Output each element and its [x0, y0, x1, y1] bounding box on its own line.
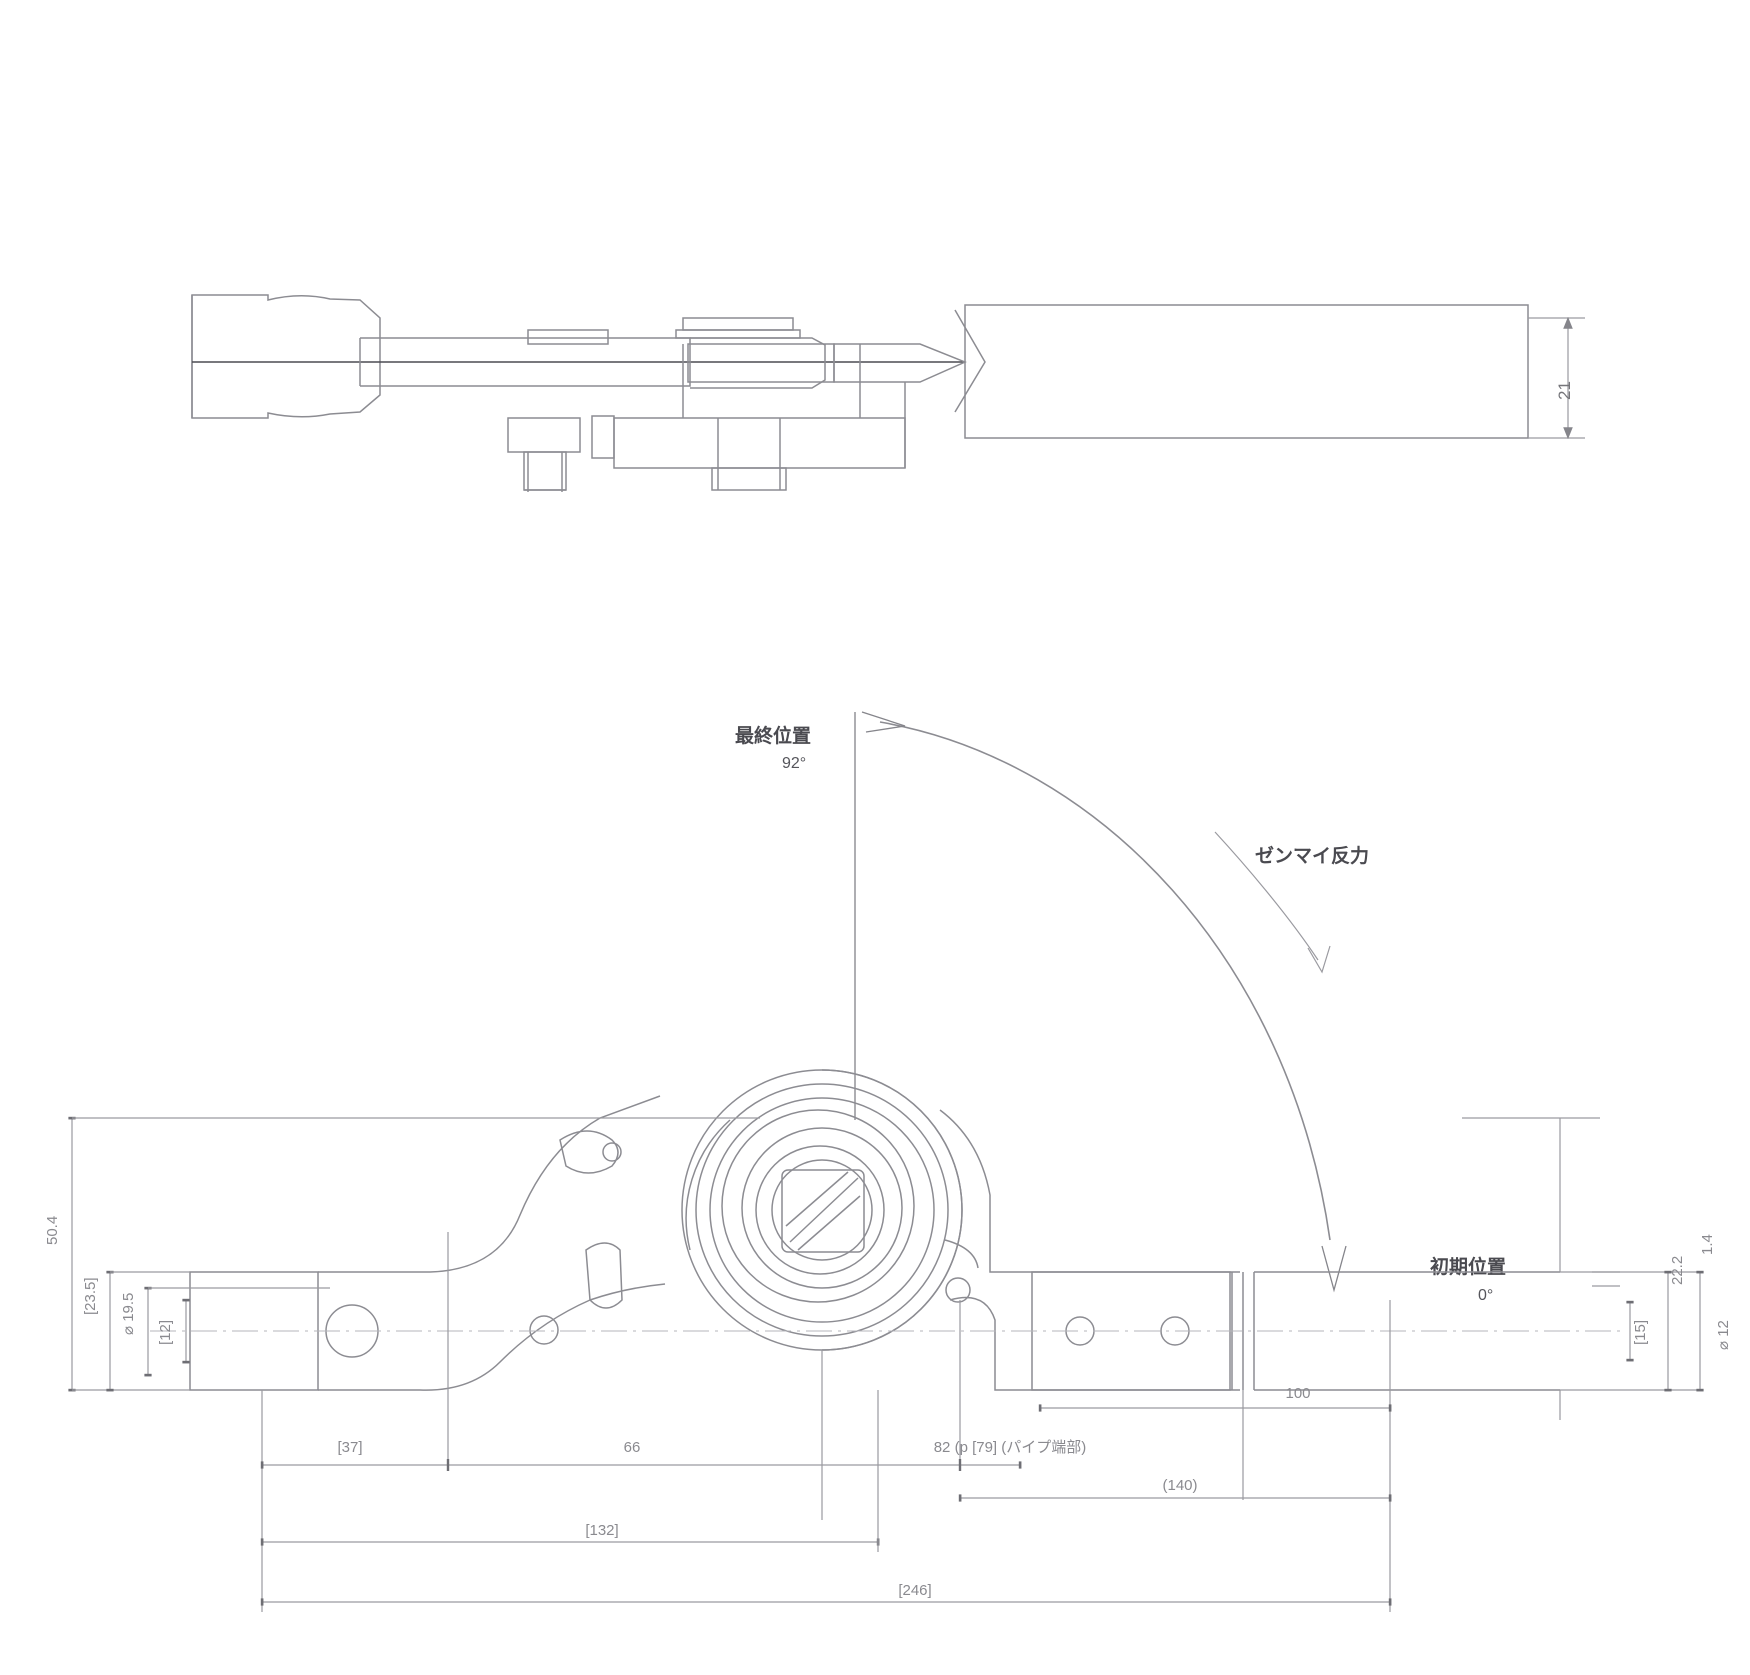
hub-ring-4: [721, 1109, 915, 1303]
left-dimension-group: [68, 1116, 760, 1392]
dim-label-19-5: ⌀ 19.5: [120, 1293, 137, 1335]
body-upper-left-contour: [318, 1095, 661, 1273]
initial-position-label: 初期位置: [1430, 1255, 1506, 1278]
spring-leader-arrow: [1307, 945, 1331, 974]
hub-outer-circle: [681, 1069, 963, 1351]
handle-left-body: [191, 294, 381, 419]
arc-arrow-top: [861, 711, 906, 733]
spring-leader: [1214, 831, 1319, 961]
spring-reaction-label: ゼンマイ反力: [1255, 844, 1369, 867]
initial-position-angle: 0°: [1478, 1287, 1493, 1304]
bottom-dimension-group: [260, 1232, 1561, 1612]
right-dimension-group: [1462, 1117, 1704, 1392]
lower-boss-b: [591, 415, 615, 459]
stack-plate-4: [687, 343, 835, 383]
dim-label-82-pipe-end: 82 (p [79] (パイプ端部): [934, 1439, 1087, 1456]
pawl-lever: [559, 1130, 619, 1174]
stack-plate-2: [675, 329, 801, 339]
dim-label-22-2: 22.2: [1669, 1256, 1686, 1285]
arc-arrow-bottom: [1321, 1245, 1347, 1293]
body-upper-right-contour: [939, 1109, 1240, 1273]
angle-annotation-group: [854, 711, 1347, 1293]
right-tube-body: [964, 304, 1529, 439]
spiral-arc-a: [821, 1069, 963, 1211]
dim-label-15: [15]: [1632, 1320, 1649, 1345]
plate-hole-small: [529, 1315, 559, 1345]
hub-ring-2: [695, 1083, 949, 1337]
nose-vee: [954, 309, 986, 413]
dim-label-21: 21: [1555, 381, 1574, 400]
hub-tab-hole: [945, 1277, 971, 1303]
dim-label-12: [12]: [157, 1320, 174, 1345]
body-lower-right-contour: [949, 1296, 1240, 1391]
dim-label-50-4: 50.4: [44, 1216, 61, 1245]
body-lower-left-contour: [318, 1283, 666, 1391]
hub-ring-7: [771, 1159, 873, 1261]
pawl-pivot-hole: [602, 1142, 622, 1162]
lower-boss-a-stem: [523, 451, 567, 491]
hub-ring-6: [755, 1145, 885, 1275]
nose-taper: [833, 343, 967, 383]
hub-tab-right: [944, 1239, 979, 1269]
top-boss-a: [527, 329, 609, 345]
hub-ring-3: [709, 1097, 935, 1323]
dim-label-140: (140): [1162, 1477, 1197, 1494]
dim-label-23-5: [23.5]: [82, 1277, 99, 1315]
hub-ring-5: [741, 1127, 903, 1289]
spiral-arc-b: [821, 1209, 963, 1351]
dim-label-246: [246]: [898, 1582, 931, 1599]
lower-boss-c: [711, 467, 787, 491]
shaft-outline: [360, 337, 691, 387]
dim-label-66: 66: [624, 1439, 641, 1456]
stack-plate-1: [682, 317, 794, 331]
dim-label-1-4: 1.4: [1699, 1234, 1716, 1255]
pawl-slot: [585, 1242, 623, 1309]
hub-core-slash-2: [785, 1171, 849, 1227]
rotation-arc-outer: [879, 721, 1331, 1241]
spiral-arc-c: [685, 1119, 731, 1251]
dim-21-group: [1528, 316, 1585, 440]
hub-core-slash-3: [797, 1195, 861, 1251]
dim-label-100: 100: [1285, 1385, 1310, 1402]
side-elevation-view: [191, 294, 1529, 492]
hub-core-slash-1: [789, 1177, 859, 1243]
plan-view-geometry: [150, 1069, 1620, 1391]
dim-label-dia-12: ⌀ 12: [1715, 1320, 1732, 1350]
hub-square-core: [781, 1169, 865, 1253]
final-position-label: 最終位置: [735, 724, 811, 747]
lower-plate: [613, 417, 906, 469]
dim-label-37: [37]: [337, 1439, 362, 1456]
dim-label-132: [132]: [585, 1522, 618, 1539]
final-position-angle: 92°: [782, 755, 806, 772]
lower-boss-a: [507, 417, 581, 453]
stack-plate-3: [690, 337, 826, 389]
